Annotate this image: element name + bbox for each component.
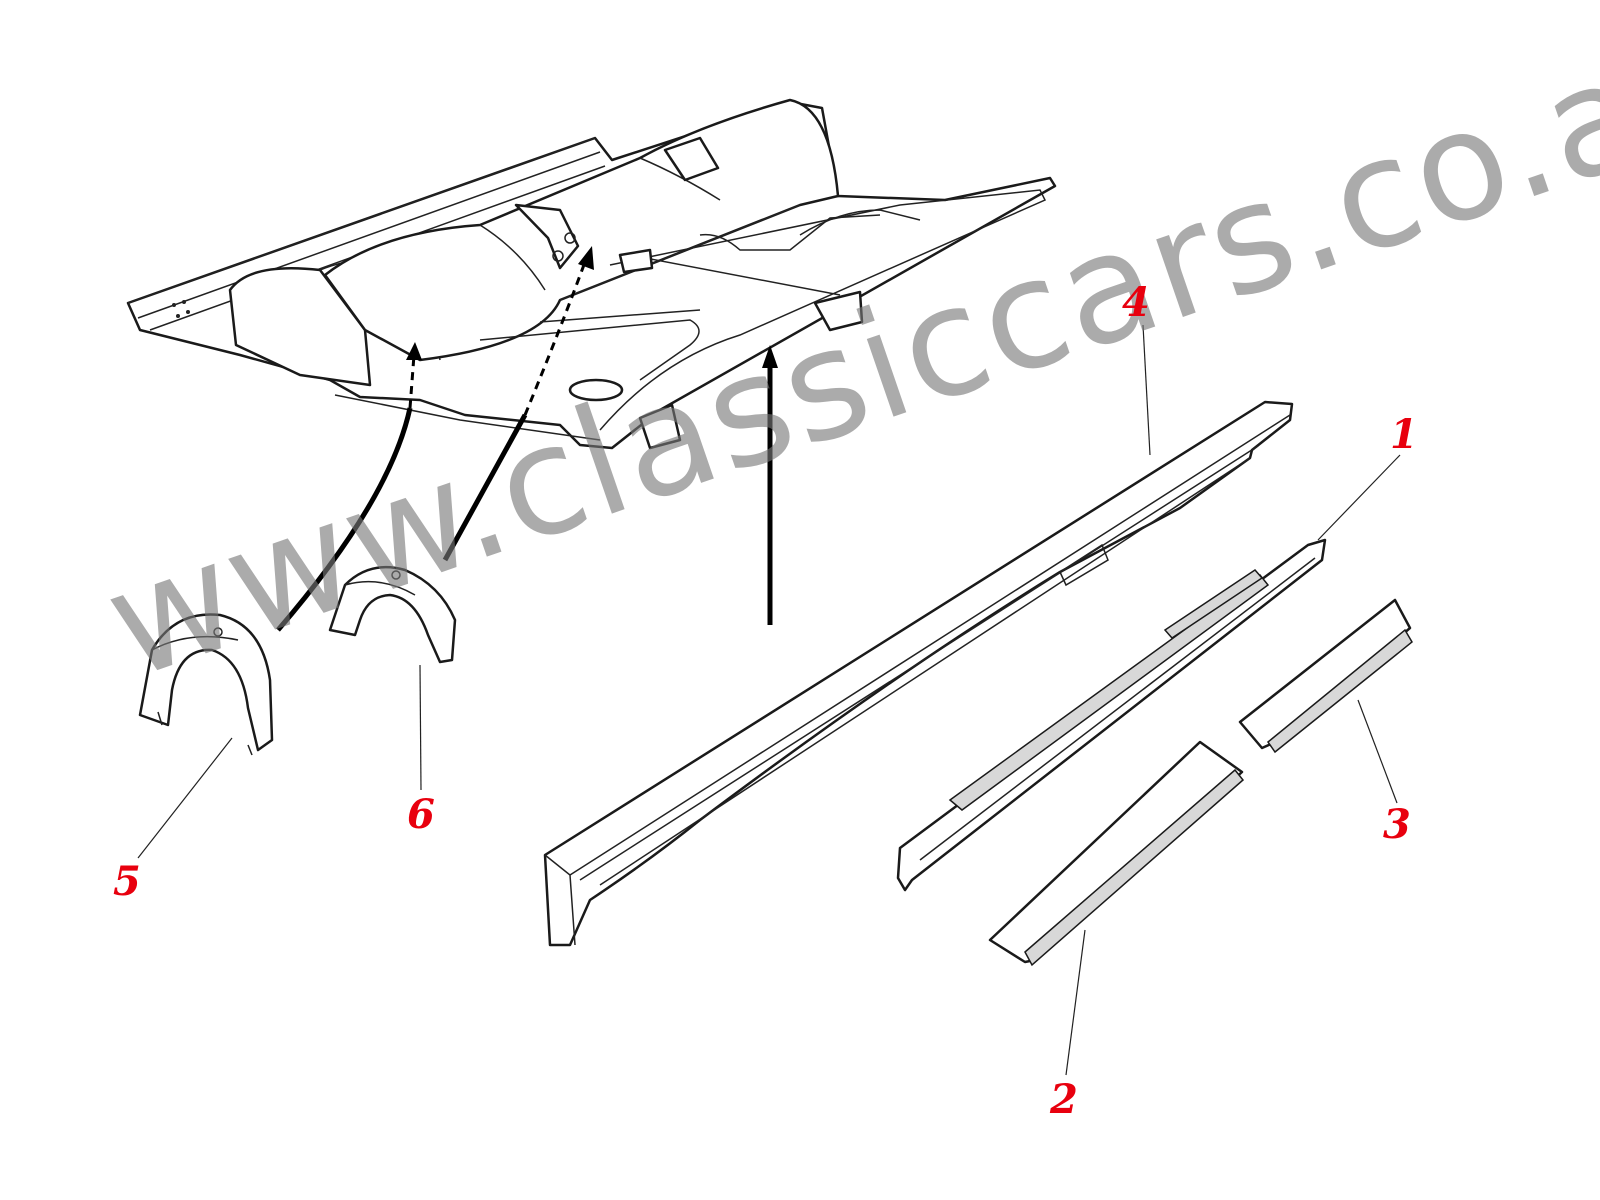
leader-6 — [419, 664, 422, 791]
callout-1: 1 — [1390, 411, 1418, 458]
part-6-bracket — [328, 565, 457, 664]
floor-pan — [126, 98, 1057, 450]
callout-5: 5 — [113, 858, 141, 905]
leader-1 — [1317, 454, 1401, 541]
assembly-arrows — [276, 246, 778, 632]
leader-3 — [1357, 699, 1398, 804]
callout-4: 4 — [1122, 279, 1150, 326]
callout-3: 3 — [1383, 801, 1411, 848]
part-2-long-closer — [988, 740, 1245, 967]
leader-5 — [137, 737, 233, 859]
part-5-bracket — [138, 613, 274, 756]
leader-2 — [1065, 929, 1086, 1076]
callout-2: 2 — [1050, 1076, 1078, 1123]
part-1-inner-sill — [896, 538, 1327, 892]
callout-6: 6 — [407, 791, 435, 838]
part-3-short-closer — [1238, 598, 1413, 754]
leader-4 — [1142, 324, 1151, 456]
leader-lines — [137, 324, 1401, 1076]
part-4-outer-sill — [543, 400, 1294, 947]
